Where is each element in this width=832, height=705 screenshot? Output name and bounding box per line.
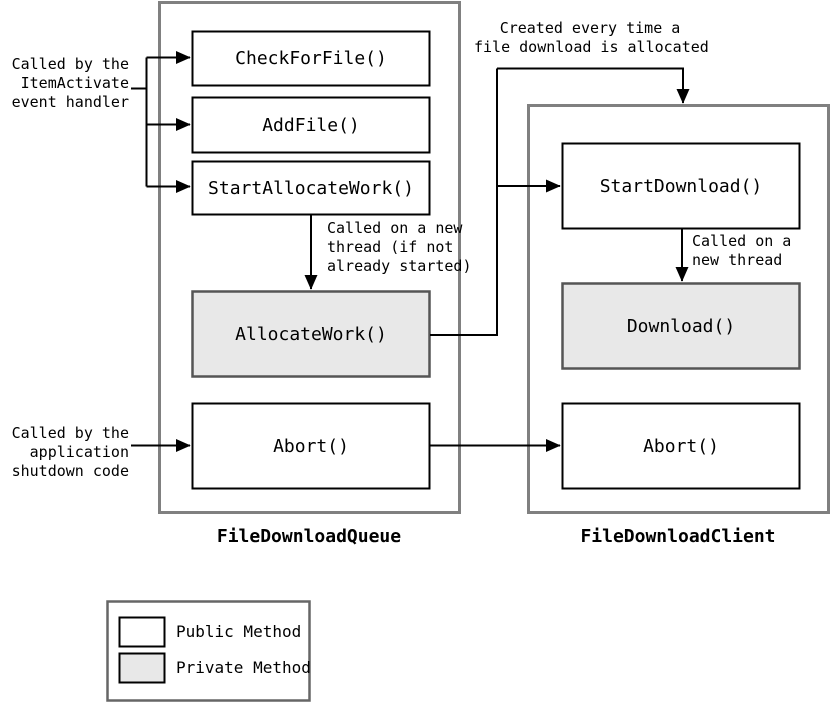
legend-frame bbox=[106, 600, 311, 702]
method-box-queue-abort[interactable] bbox=[191, 402, 431, 490]
annotation-shutdown-code: Called by the application shutdown code bbox=[11, 424, 129, 480]
method-box-addfile[interactable] bbox=[191, 96, 431, 154]
class-title-filedownloadqueue: FileDownloadQueue bbox=[216, 526, 402, 547]
annotation-itemactivate: Called by the ItemActivate event handler bbox=[11, 55, 129, 111]
method-box-startdownload[interactable] bbox=[561, 142, 801, 230]
class-title-filedownloadclient: FileDownloadClient bbox=[580, 526, 776, 547]
legend-swatch-public bbox=[118, 616, 166, 648]
legend-label-private: Private Method bbox=[176, 658, 311, 677]
annotation-new-thread-client: Called on a new thread bbox=[692, 232, 792, 269]
connector-created-every-time bbox=[497, 67, 690, 104]
legend-label-public: Public Method bbox=[176, 622, 302, 641]
method-box-startallocatework[interactable] bbox=[191, 160, 431, 216]
method-box-checkforfile[interactable] bbox=[191, 30, 431, 87]
method-box-client-abort[interactable] bbox=[561, 402, 801, 490]
annotation-created-every-time: Created every time a file download is al… bbox=[474, 19, 709, 56]
method-box-allocatework[interactable] bbox=[191, 290, 431, 378]
method-box-download[interactable] bbox=[561, 282, 801, 370]
annotation-new-thread-queue: Called on a new thread (if not already s… bbox=[327, 219, 472, 275]
legend-swatch-private bbox=[118, 652, 166, 684]
